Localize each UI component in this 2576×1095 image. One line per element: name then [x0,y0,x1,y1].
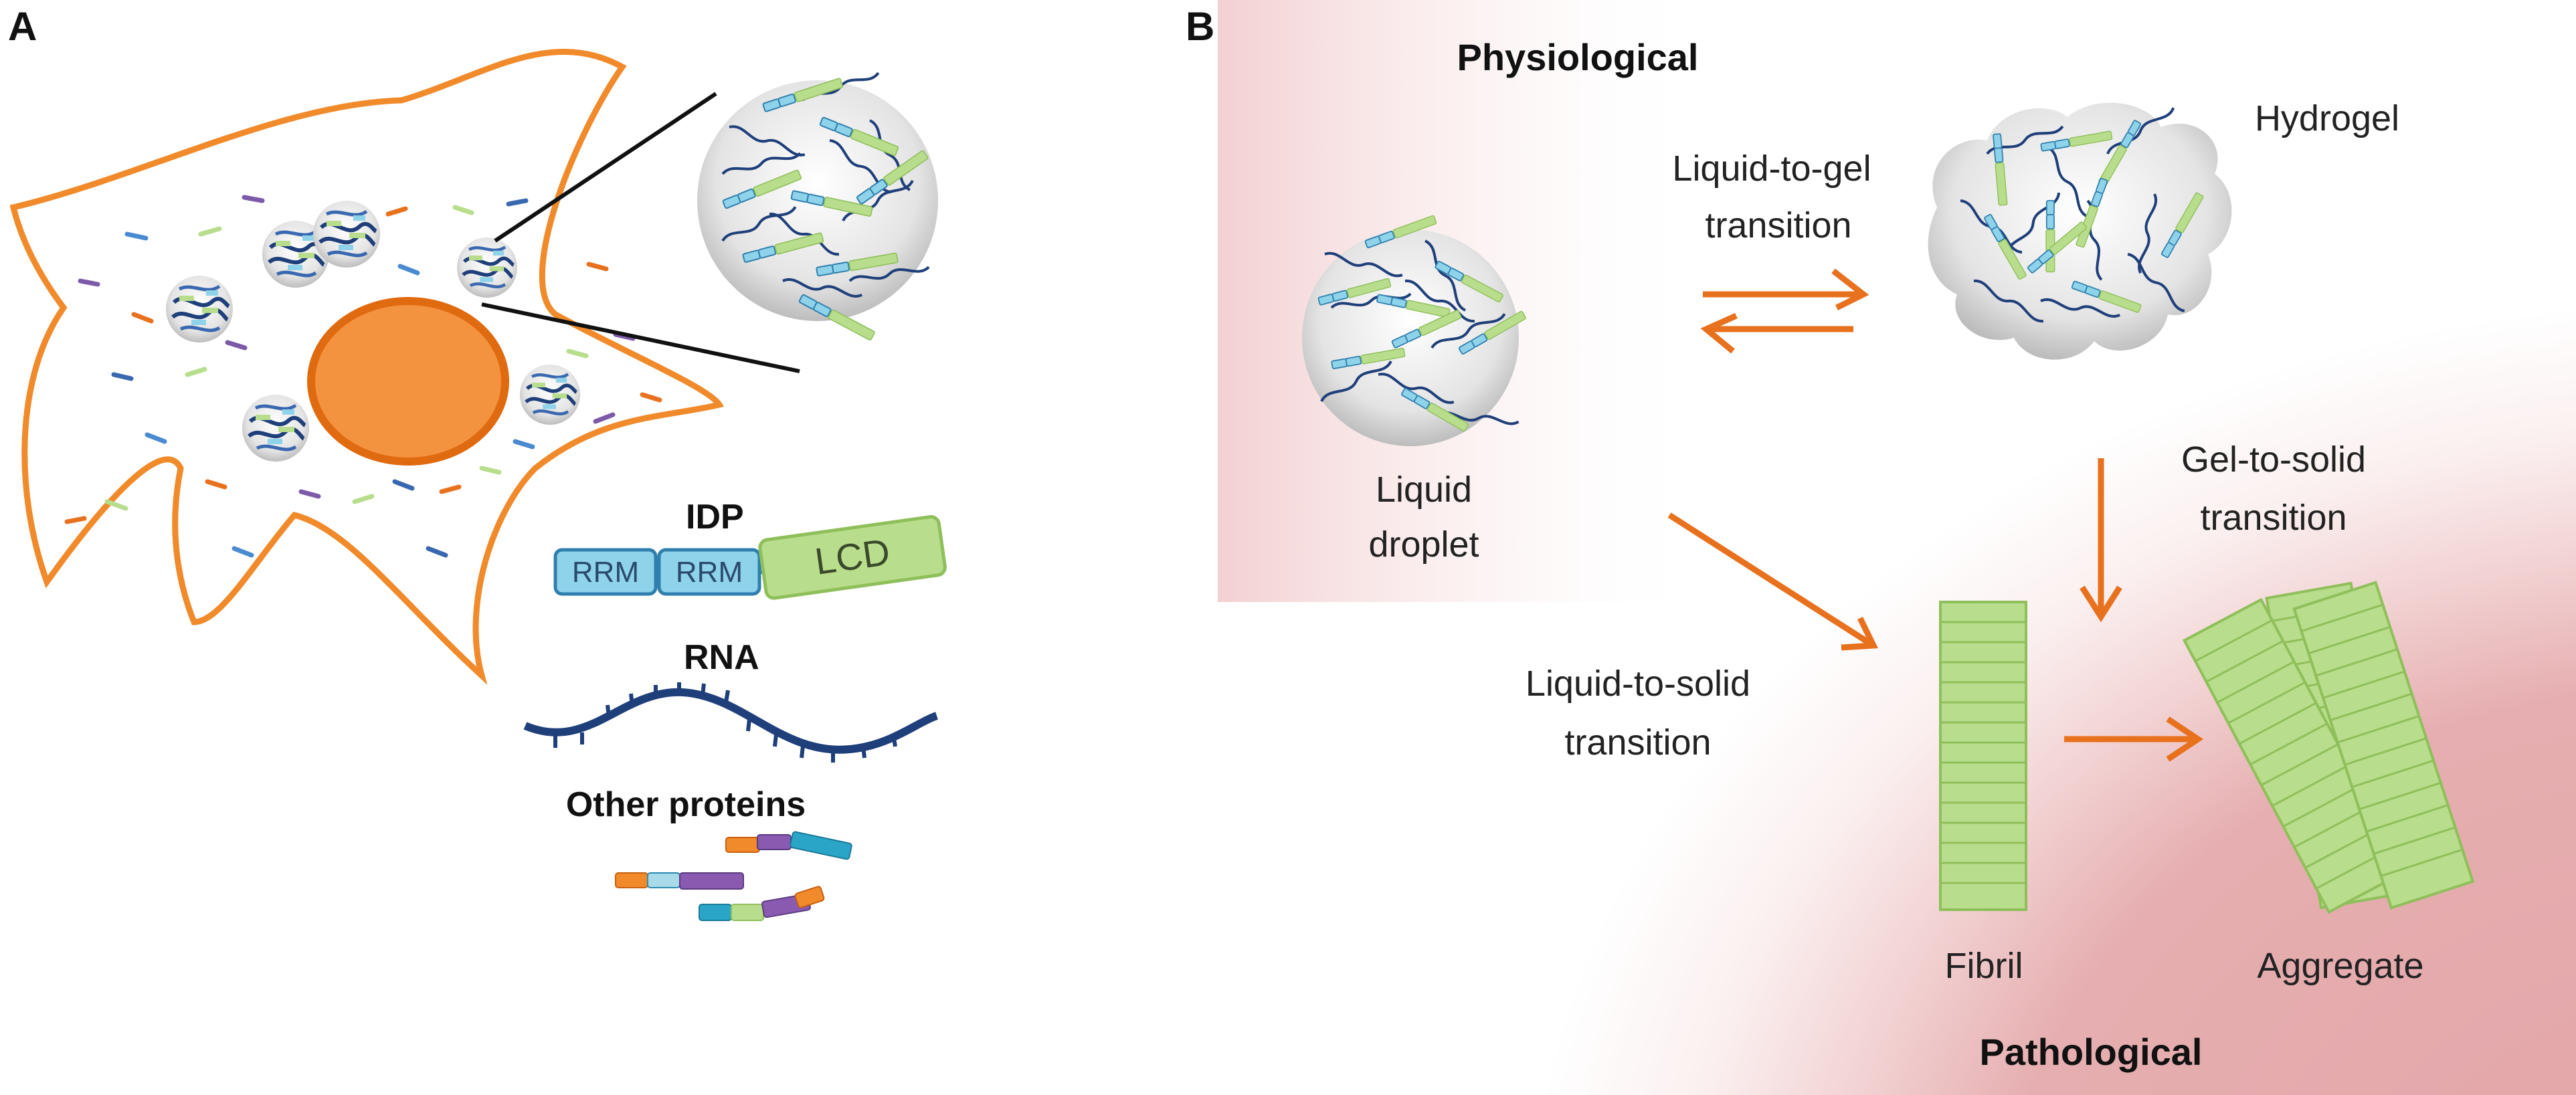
legend-lcd-label: LCD [812,530,893,583]
rna-strand-icon [523,688,939,754]
fibril-to-aggregate-arrow [2064,716,2204,762]
liquid-to-solid-label-line1: Liquid-to-solid [1526,664,1750,704]
liquid-to-gel-label-line1: Liquid-to-gel [1672,148,1871,189]
liquid-to-gel-label-line2: transition [1705,205,1851,245]
fibril-label: Fibril [1945,946,2023,986]
zoom-line-bottom [481,302,800,373]
legend-idp: IDP RRM RRM LCD [553,498,947,600]
liquid-droplet-label-line2: droplet [1368,524,1479,565]
gel-to-solid-label-line2: transition [2200,498,2347,538]
physiological-label: Physiological [1457,36,1699,78]
cell-droplet [166,276,233,342]
scattered-proteins [64,195,662,558]
panel-b: B Physiological Pathological Liquid drop… [1186,0,2576,1095]
legend-other-proteins: Other proteins [566,785,852,921]
gel-to-solid-label-line1: Gel-to-solid [2181,439,2366,480]
hydrogel-label: Hydrogel [2255,98,2399,138]
legend-rna-title: RNA [684,638,759,677]
zoomed-droplet [697,69,938,342]
nucleus [307,297,509,466]
zoom-line-top [494,92,717,243]
liquid-to-solid-arrow [1667,512,1878,651]
cell-droplet [457,237,517,298]
hydrogel-illustration [1928,102,2232,360]
pathological-label: Pathological [1980,1031,2203,1073]
liquid-to-solid-label-line2: transition [1564,722,1711,763]
panel-a: A [8,4,947,921]
legend-rrm-box-1 [553,548,658,596]
liquid-droplet-label-line1: Liquid [1376,470,1472,510]
cell-droplet [313,201,380,268]
legend-lcd-box [758,515,947,600]
panel-b-label: B [1186,4,1214,49]
legend-idp-title: IDP [686,498,744,536]
aggregate-illustration [2182,581,2475,914]
gel-to-solid-arrow [2080,458,2122,623]
fibril-illustration [1939,601,2027,911]
legend-rrm-label-1: RRM [572,556,639,589]
aggregate-label: Aggregate [2257,946,2423,986]
legend-other-title: Other proteins [566,785,806,824]
legend-rna: RNA [523,638,939,763]
legend-rrm-label-2: RRM [676,556,743,589]
panel-a-label: A [8,4,37,49]
cell-droplet [242,395,309,462]
reversible-arrows [1700,268,1869,354]
cell-droplet [520,365,580,425]
liquid-droplet-illustration [1302,214,1527,446]
